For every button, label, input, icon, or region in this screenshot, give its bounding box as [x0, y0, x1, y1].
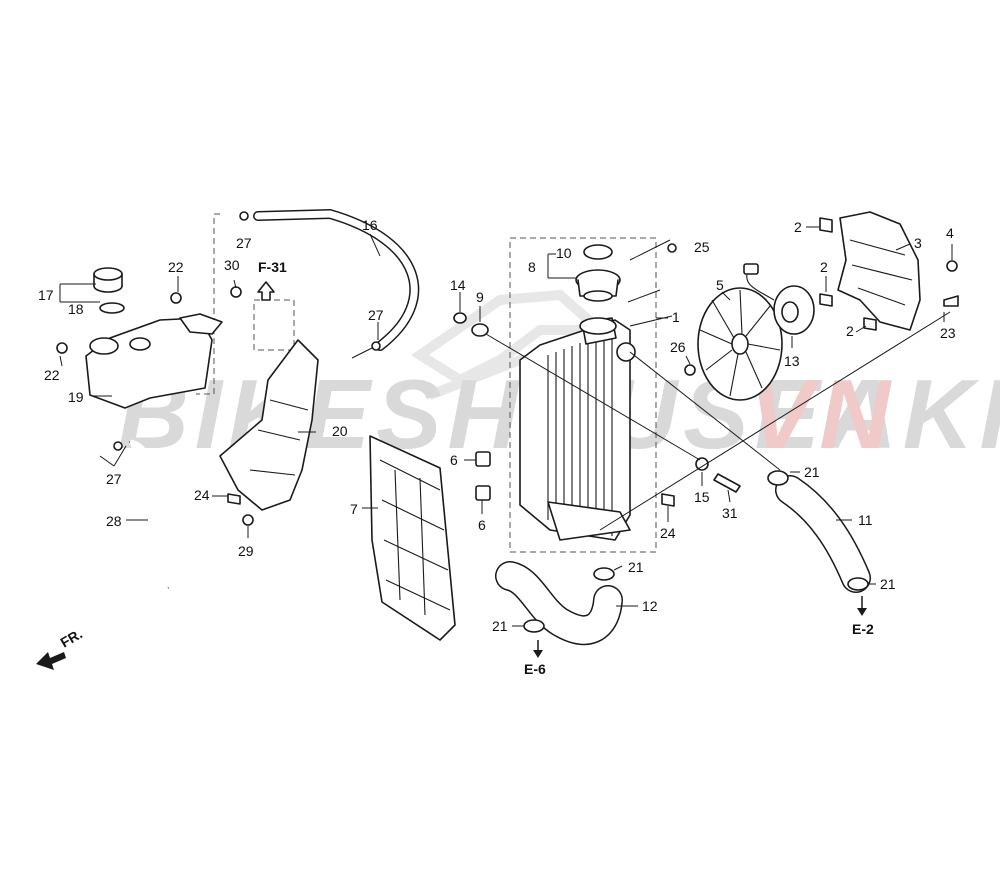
- ref-f31: F-31: [258, 259, 287, 275]
- callout-10: 10: [556, 245, 572, 261]
- callout-4: 4: [946, 225, 954, 241]
- callout-27: 27: [106, 471, 122, 487]
- callout-6: 6: [450, 452, 458, 468]
- ref-e6: E-6: [524, 661, 546, 677]
- callout-20: 20: [332, 423, 348, 439]
- callout-24: 24: [194, 487, 210, 503]
- callout-14: 14: [450, 277, 466, 293]
- radiator-assembly-frame: [509, 237, 657, 553]
- reserve-tank-bracket: [219, 339, 319, 511]
- ref-e2: E-2: [852, 621, 874, 637]
- fan-shroud: [837, 211, 921, 331]
- callout-30: 30: [224, 257, 240, 273]
- callout-5: 5: [716, 277, 724, 293]
- callout-2: 2: [846, 323, 854, 339]
- reserve-tank-assembly-bracket: [196, 213, 220, 395]
- reserve-tank-cap: [93, 267, 125, 314]
- callout-27: 27: [236, 235, 252, 251]
- small-hardware: [56, 211, 959, 526]
- radiator-cap: [575, 244, 621, 335]
- callout-25: 25: [694, 239, 710, 255]
- f31-detail-frame: [253, 299, 295, 351]
- callout-24: 24: [660, 525, 676, 541]
- front-direction-label: FR.: [58, 625, 86, 650]
- callout-8: 8: [528, 259, 536, 275]
- callout-9: 9: [476, 289, 484, 305]
- callout-21: 21: [492, 618, 508, 634]
- front-direction-arrow-icon: [36, 652, 66, 670]
- radiator-shroud: [369, 435, 456, 641]
- callout-26: 26: [670, 339, 686, 355]
- callout-11: 11: [858, 512, 873, 528]
- radiator: [519, 317, 636, 541]
- f31-arrow-icon: [257, 281, 275, 301]
- callout-17: 17: [38, 287, 54, 303]
- callout-3: 3: [914, 235, 922, 251]
- callout-31: 31: [722, 505, 738, 521]
- callout-21: 21: [880, 576, 896, 592]
- callout-18: 18: [68, 301, 84, 317]
- callout-22: 22: [168, 259, 184, 275]
- callout-2: 2: [794, 219, 802, 235]
- callout-21: 21: [804, 464, 820, 480]
- reserve-tank: [85, 313, 223, 409]
- callout-2: 2: [820, 259, 828, 275]
- lower-hose-left: [495, 561, 623, 646]
- callout-22: 22: [44, 367, 60, 383]
- callout-numbers: 2 3 4 2 5 2 23 13 10 25 8 1 26 14 9 16 2…: [38, 217, 956, 634]
- siphon-hose: [253, 208, 420, 351]
- callout-23: 23: [940, 325, 956, 341]
- leader-lines: [59, 226, 953, 627]
- e2-arrow-icon: [857, 608, 867, 616]
- callout-28: 28: [106, 513, 122, 529]
- callout-15: 15: [694, 489, 710, 505]
- callout-13: 13: [784, 353, 800, 369]
- callout-6: 6: [478, 517, 486, 533]
- cooling-fan: [697, 287, 783, 401]
- callout-1: 1: [672, 309, 680, 325]
- lower-hose-right: [775, 475, 871, 593]
- callout-16: 16: [362, 217, 378, 233]
- bracket-8: [547, 253, 576, 279]
- callout-27: 27: [368, 307, 384, 323]
- callout-29: 29: [238, 543, 254, 559]
- callout-19: 19: [68, 389, 84, 405]
- callout-7: 7: [350, 501, 358, 517]
- e6-arrow-icon: [533, 650, 543, 658]
- callout-12: 12: [642, 598, 658, 614]
- fan-motor: [743, 263, 815, 335]
- callout-21: 21: [628, 559, 644, 575]
